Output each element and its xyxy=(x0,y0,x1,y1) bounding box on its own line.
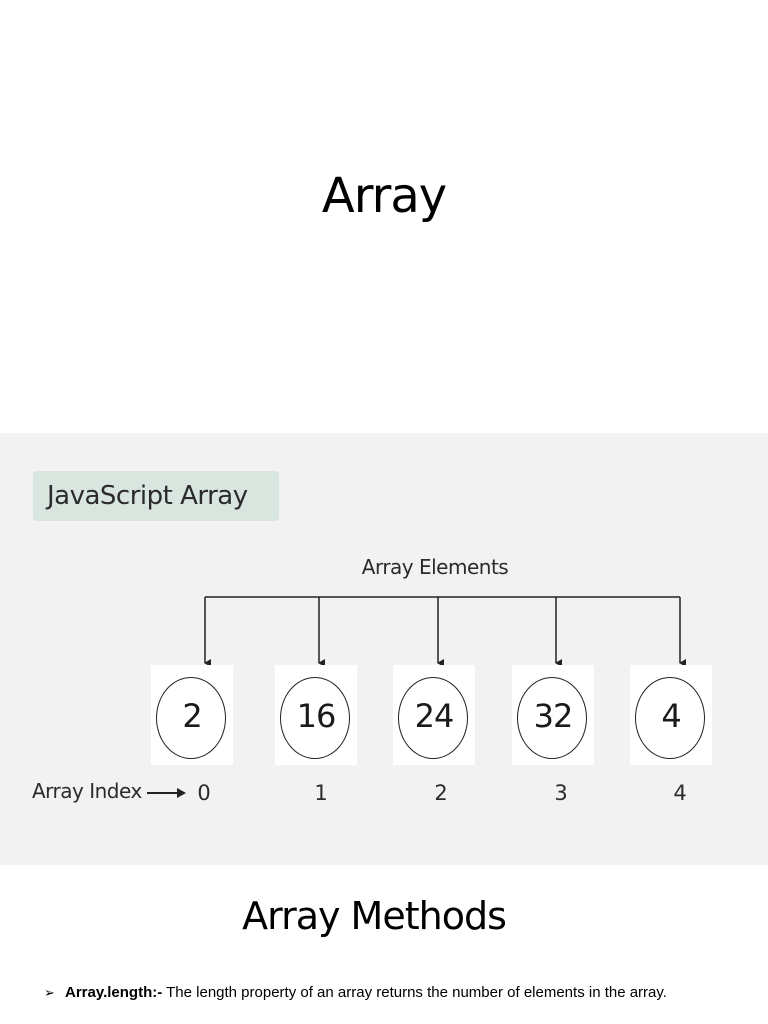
index-number-0: 0 xyxy=(197,781,211,805)
element-circle xyxy=(517,677,587,759)
method-text: Array.length:- The length property of an… xyxy=(65,984,744,1002)
section-title: Array Methods xyxy=(242,894,507,938)
array-cell-3: 32 xyxy=(512,665,594,765)
element-circle xyxy=(156,677,226,759)
element-circle xyxy=(398,677,468,759)
element-value: 16 xyxy=(296,697,337,735)
array-cell-2: 24 xyxy=(393,665,475,765)
elements-label: Array Elements xyxy=(361,555,509,579)
element-circle xyxy=(635,677,705,759)
array-cell-4: 4 xyxy=(630,665,712,765)
array-cell-0: 2 xyxy=(151,665,233,765)
index-number-4: 4 xyxy=(673,781,687,805)
right-arrow-icon xyxy=(147,788,186,798)
method-item: ➢ Array.length:- The length property of … xyxy=(44,984,744,1002)
diagram-badge: JavaScript Array xyxy=(33,471,279,521)
element-value: 4 xyxy=(661,697,681,735)
index-label: Array Index xyxy=(32,779,142,803)
index-number-3: 3 xyxy=(554,781,568,805)
index-number-2: 2 xyxy=(434,781,448,805)
element-value: 24 xyxy=(414,697,455,735)
element-value: 2 xyxy=(182,697,202,735)
element-value: 32 xyxy=(533,697,574,735)
element-circle xyxy=(280,677,350,759)
connector-lines xyxy=(147,596,686,798)
array-diagram: JavaScript Array Array Elements 2 16 24 … xyxy=(0,433,768,865)
page-title: Array xyxy=(321,168,447,224)
method-term: Array.length:- xyxy=(65,984,163,1001)
arrowhead-bullet-icon: ➢ xyxy=(44,985,55,1000)
method-description: The length property of an array returns … xyxy=(162,984,667,1001)
index-number-1: 1 xyxy=(314,781,328,805)
array-cell-1: 16 xyxy=(275,665,357,765)
